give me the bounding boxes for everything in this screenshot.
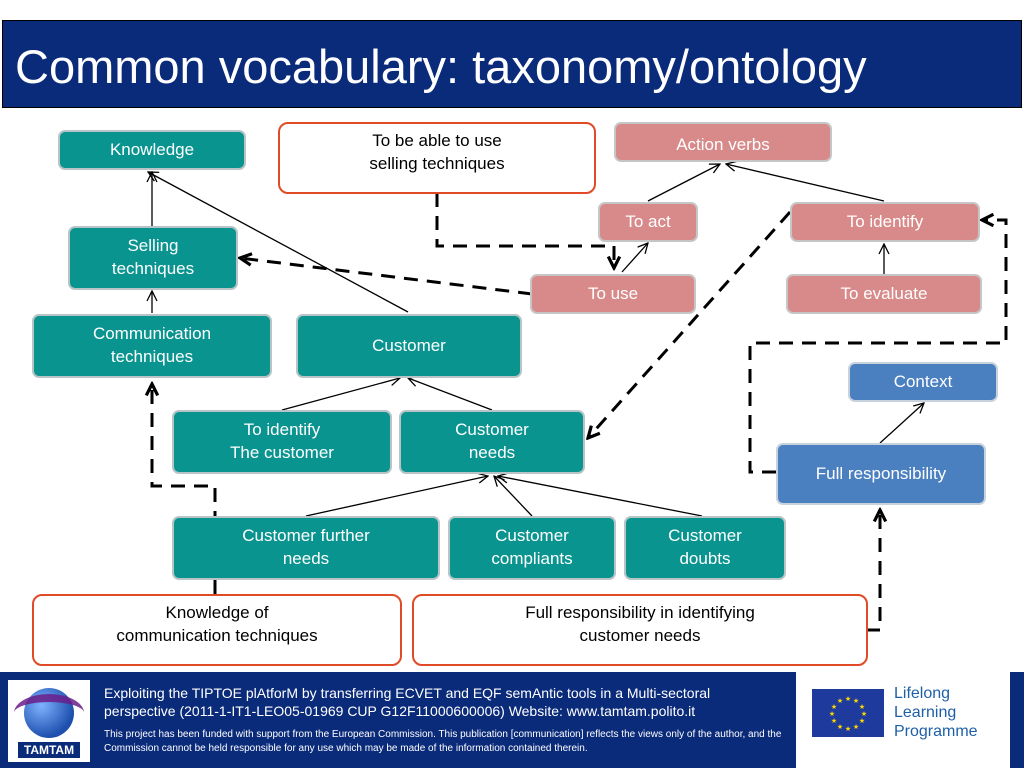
svg-text:★: ★	[861, 710, 867, 718]
eu-stars-icon: ★★★ ★★★ ★★★ ★★★	[829, 695, 867, 733]
svg-text:★: ★	[853, 697, 859, 705]
node-to-evaluate: To evaluate	[786, 274, 982, 314]
title-bar: Common vocabulary: taxonomy/ontology	[2, 20, 1022, 108]
node-communication-techniques: Communication techniques	[32, 314, 272, 378]
node-customer: Customer	[296, 314, 522, 378]
footer-right-strip	[1012, 672, 1024, 768]
node-to-use: To use	[530, 274, 696, 314]
callout-selling: To be able to use selling techniques	[278, 122, 596, 194]
link-doubts-needs	[498, 476, 703, 517]
node-customer-needs-label: Customer needs	[455, 420, 529, 462]
node-full-responsibility: Full responsibility	[776, 443, 986, 505]
node-to-identify-label: To identify	[846, 211, 924, 231]
node-to-identify-customer: To identify The customer	[172, 410, 392, 474]
svg-text:★: ★	[845, 725, 851, 733]
node-to-act: To act	[598, 202, 698, 242]
callout-selling-text: To be able to use selling techniques	[369, 131, 505, 173]
node-action-verbs-label: Action verbs	[676, 135, 770, 154]
page-title: Common vocabulary: taxonomy/ontology	[15, 40, 867, 93]
svg-text:★: ★	[831, 717, 837, 725]
svg-text:★: ★	[837, 723, 843, 731]
node-customer-compliants: Customer compliants	[448, 516, 616, 580]
svg-text:★: ★	[859, 717, 865, 725]
svg-text:★: ★	[845, 695, 851, 703]
node-to-identify-customer-label: To identify The customer	[230, 420, 334, 462]
llp-label: Lifelong Learning Programme	[894, 684, 978, 742]
callout-responsibility: Full responsibility in identifying custo…	[412, 594, 868, 666]
link-further-needs	[305, 476, 488, 517]
node-customer-further-needs: Customer further needs	[172, 516, 440, 580]
callout-communication-text: Knowledge of communication techniques	[116, 603, 318, 645]
node-selling-techniques-label: Selling techniques	[111, 236, 195, 278]
node-action-verbs: Action verbs	[614, 122, 832, 162]
link-fullresp-context	[879, 403, 924, 444]
eu-flag-icon: ★★★ ★★★ ★★★ ★★★	[812, 689, 884, 737]
node-full-responsibility-label: Full responsibility	[815, 463, 947, 483]
callout-communication: Knowledge of communication techniques	[32, 594, 402, 666]
node-context: Context	[848, 362, 998, 402]
node-to-identify: To identify	[790, 202, 980, 242]
node-customer-label: Customer	[372, 335, 446, 355]
link-toact-actionverbs	[647, 164, 720, 202]
node-customer-doubts-label: Customer doubts	[668, 526, 742, 568]
link-customer-knowledge	[148, 172, 409, 313]
llp-line3: Programme	[894, 723, 978, 741]
tamtam-logo-label: TAMTAM	[17, 742, 81, 758]
dashed-touse-selling	[240, 258, 533, 296]
dashed-responsibility-callout	[866, 510, 880, 632]
node-to-evaluate-label: To evaluate	[840, 283, 928, 303]
svg-text:★: ★	[859, 703, 865, 711]
node-customer-further-needs-label: Customer further needs	[242, 526, 370, 568]
link-identify-customer	[281, 378, 400, 411]
node-to-use-label: To use	[587, 283, 639, 303]
footer-disclaimer: This project has been funded with suppor…	[104, 729, 782, 754]
llp-panel: ★★★ ★★★ ★★★ ★★★ Lifelong Learning Progra…	[796, 672, 1010, 768]
node-context-label: Context	[893, 371, 953, 391]
link-needs-customer	[408, 378, 493, 411]
svg-text:★: ★	[829, 710, 835, 718]
llp-line1: Lifelong	[894, 685, 951, 702]
dashed-selling-callout	[435, 193, 614, 268]
tamtam-logo: TAMTAM	[8, 680, 90, 762]
node-knowledge: Knowledge	[58, 130, 246, 170]
svg-text:★: ★	[831, 703, 837, 711]
footer-project-text: Exploiting the TIPTOE plAtforM by transf…	[104, 685, 711, 720]
node-to-act-label: To act	[625, 211, 671, 231]
figures-icon	[14, 694, 84, 732]
llp-line2: Learning	[894, 704, 957, 722]
svg-text:★: ★	[853, 723, 859, 731]
node-communication-techniques-label: Communication techniques	[92, 324, 212, 366]
dashed-fullresp-identify	[748, 220, 1008, 474]
link-touse-toact	[621, 243, 648, 273]
node-customer-compliants-label: Customer compliants	[491, 526, 573, 568]
node-customer-doubts: Customer doubts	[624, 516, 786, 580]
svg-text:★: ★	[837, 697, 843, 705]
node-selling-techniques: Selling techniques	[68, 226, 238, 290]
node-knowledge-label: Knowledge	[109, 139, 195, 159]
callout-responsibility-text: Full responsibility in identifying custo…	[525, 603, 755, 645]
link-toidentify-actionverbs	[726, 164, 885, 202]
dashed-toidentify-needs	[588, 211, 792, 438]
node-customer-needs: Customer needs	[399, 410, 585, 474]
